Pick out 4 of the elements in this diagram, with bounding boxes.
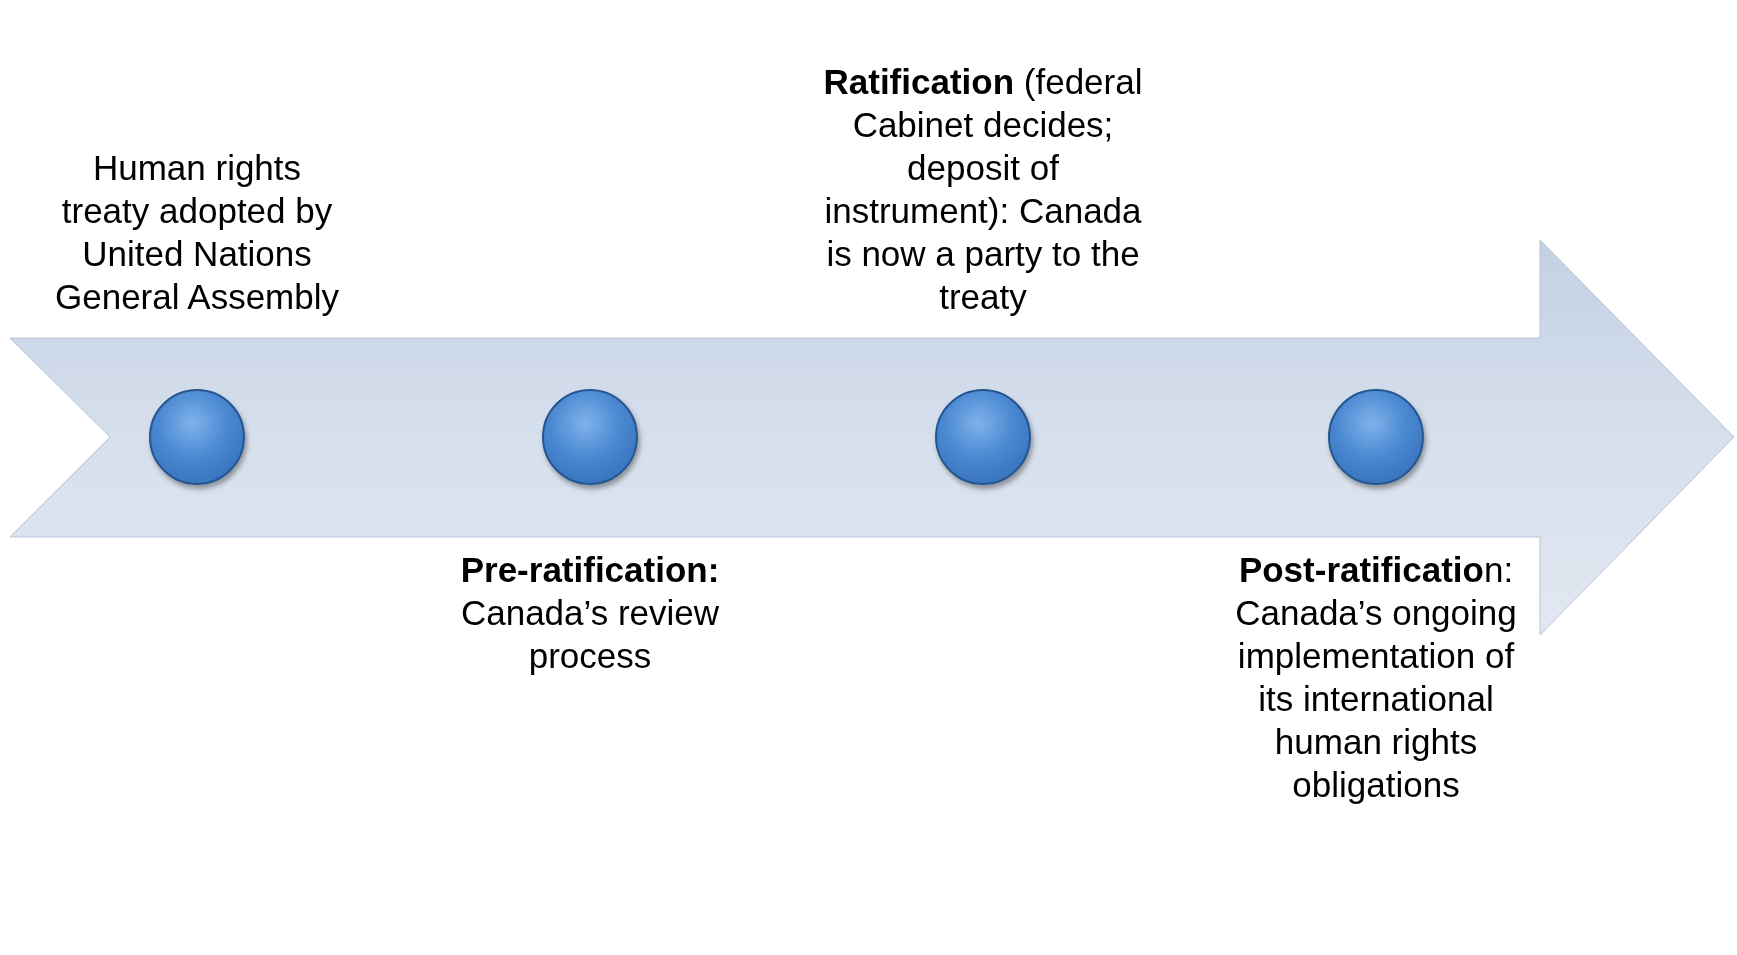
milestone-text: Pre-ratification: Canada’s review process [459,549,721,677]
milestone-text: Ratification (federal Cabinet decides; deposit of instrument): Canada is now a party to the treaty [823,61,1143,318]
milestone-text: Human rights treaty adopted by United Nations General Assembly [54,147,340,318]
milestone-text: Post-ratification: Canada’s ongoing implementation of its international human rights obligations [1234,549,1518,806]
